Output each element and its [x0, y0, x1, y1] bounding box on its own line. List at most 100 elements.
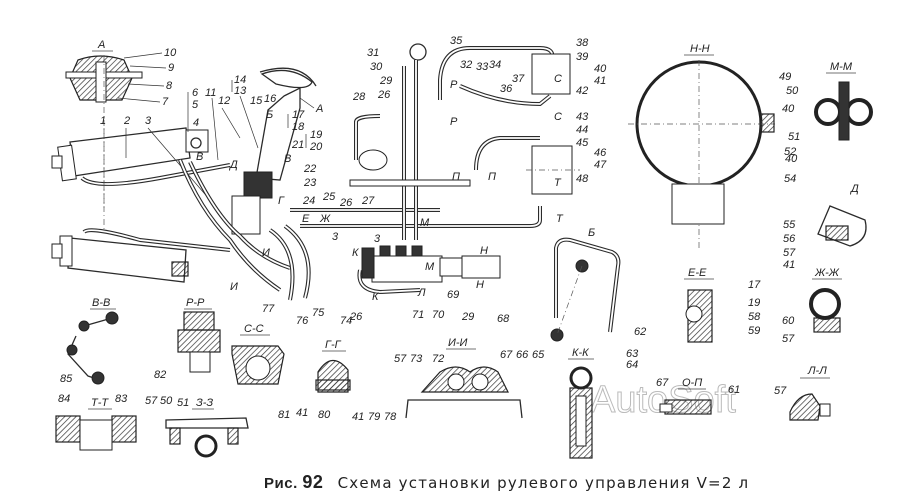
view-g-g-title: Г-Г [325, 339, 342, 351]
svg-text:36: 36 [500, 83, 513, 95]
svg-text:10: 10 [164, 47, 177, 59]
svg-text:48: 48 [576, 173, 589, 185]
svg-text:28: 28 [352, 91, 366, 103]
view-e-e-title: Е-Е [688, 267, 707, 279]
view-b-title: Б [588, 227, 595, 239]
svg-text:15: 15 [250, 95, 263, 107]
svg-text:8: 8 [166, 80, 173, 92]
svg-text:69: 69 [447, 289, 459, 301]
svg-text:68: 68 [497, 313, 510, 325]
svg-text:Н: Н [480, 245, 488, 257]
svg-text:В: В [196, 151, 203, 163]
svg-text:80: 80 [318, 409, 331, 421]
svg-text:57: 57 [145, 395, 158, 407]
svg-text:13: 13 [234, 85, 247, 97]
svg-text:29: 29 [461, 311, 474, 323]
view-l-l-title: Л-Л [807, 365, 827, 377]
svg-text:41: 41 [296, 407, 308, 419]
svg-text:55: 55 [783, 219, 796, 231]
svg-text:25: 25 [322, 191, 336, 203]
svg-text:3: 3 [332, 231, 339, 243]
svg-text:40: 40 [594, 63, 607, 75]
svg-text:45: 45 [576, 137, 589, 149]
svg-text:47: 47 [594, 159, 607, 171]
view-v-v-title: В-В [92, 297, 110, 309]
svg-text:И: И [230, 281, 238, 293]
svg-text:43: 43 [576, 111, 589, 123]
view-v-v: В-В 85 [60, 297, 119, 385]
svg-text:46: 46 [594, 147, 607, 159]
view-r-r-title: Р-Р [186, 297, 205, 309]
svg-text:72: 72 [432, 353, 444, 365]
svg-text:61: 61 [728, 384, 740, 396]
svg-text:11: 11 [205, 87, 216, 99]
svg-text:60: 60 [782, 315, 795, 327]
svg-text:20: 20 [309, 141, 323, 153]
svg-text:26: 26 [349, 311, 363, 323]
svg-text:Д: Д [228, 159, 238, 171]
svg-text:50: 50 [786, 85, 799, 97]
svg-text:М: М [420, 217, 430, 229]
svg-text:27: 27 [361, 195, 375, 207]
svg-text:Т: Т [556, 213, 564, 225]
view-m-m-title: М-М [830, 61, 853, 73]
svg-text:29: 29 [379, 75, 392, 87]
svg-text:38: 38 [576, 37, 589, 49]
svg-text:М: М [425, 261, 435, 273]
svg-text:Г: Г [278, 195, 285, 207]
svg-text:С: С [554, 111, 562, 123]
svg-text:82: 82 [154, 369, 166, 381]
svg-text:41: 41 [352, 411, 364, 423]
view-k-k-title: К-К [572, 347, 589, 359]
svg-text:Р: Р [450, 116, 458, 128]
svg-text:7: 7 [162, 96, 169, 108]
svg-text:И: И [262, 247, 270, 259]
svg-text:57: 57 [394, 353, 407, 365]
svg-text:37: 37 [512, 73, 525, 85]
svg-text:19: 19 [310, 129, 322, 141]
svg-text:83: 83 [115, 393, 128, 405]
svg-text:74: 74 [340, 315, 352, 327]
svg-text:64: 64 [626, 359, 638, 371]
svg-text:51: 51 [788, 131, 800, 143]
svg-text:3: 3 [374, 233, 381, 245]
svg-text:П: П [488, 171, 496, 183]
svg-text:17: 17 [292, 109, 305, 121]
svg-text:59: 59 [748, 325, 760, 337]
view-l-l: Л-Л 57 [774, 365, 831, 421]
svg-text:21: 21 [291, 139, 304, 151]
svg-text:54: 54 [784, 173, 796, 185]
svg-text:Е: Е [302, 213, 310, 225]
svg-text:39: 39 [576, 51, 588, 63]
view-o-p-title: О-П [682, 377, 702, 389]
svg-text:3: 3 [145, 115, 152, 127]
view-s-s-title: С-С [244, 323, 264, 335]
svg-text:41: 41 [594, 75, 606, 87]
svg-text:4: 4 [193, 117, 199, 129]
view-a-title: А [97, 39, 105, 51]
svg-text:П: П [452, 171, 460, 183]
svg-text:65: 65 [532, 349, 545, 361]
svg-text:66: 66 [516, 349, 529, 361]
svg-text:19: 19 [748, 297, 760, 309]
svg-text:24: 24 [302, 195, 315, 207]
svg-text:2: 2 [123, 115, 130, 127]
view-t-t-title: Т-Т [91, 397, 109, 409]
svg-text:49: 49 [779, 71, 791, 83]
svg-text:63: 63 [626, 348, 639, 360]
svg-text:23: 23 [303, 177, 317, 189]
svg-text:57: 57 [783, 247, 796, 259]
view-d-title: Д [849, 183, 859, 195]
